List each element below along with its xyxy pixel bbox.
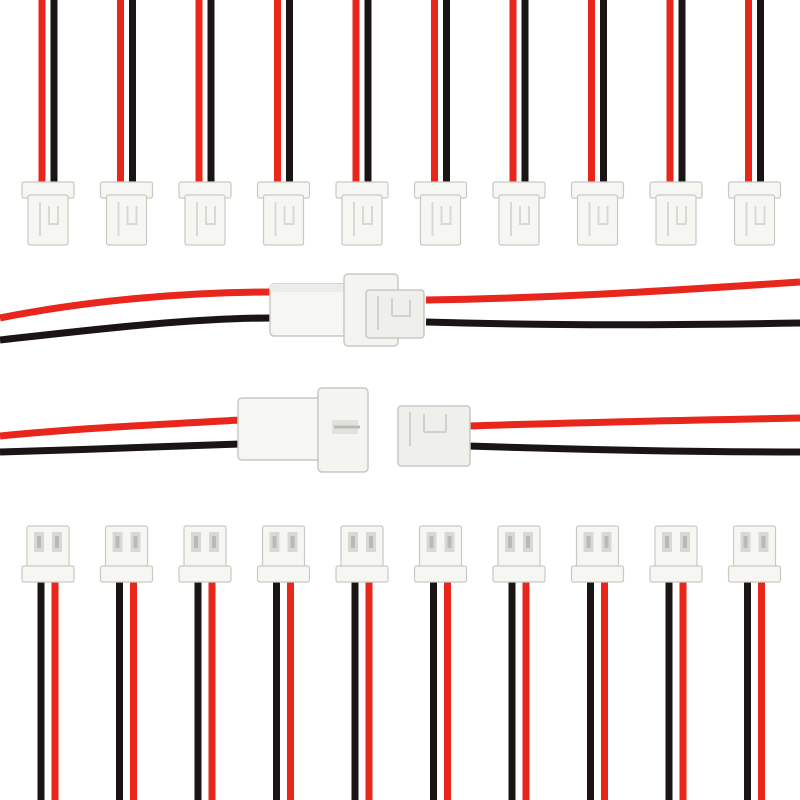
right-black-wire <box>425 318 800 329</box>
bottom-male-connector-row <box>21 525 782 800</box>
separated-connector-pair <box>0 387 800 473</box>
female-black-wire <box>467 442 800 456</box>
top-connector <box>256 0 311 246</box>
bottom-housing-flange <box>335 565 389 583</box>
bottom-pin-left <box>194 536 198 548</box>
male-black-wire <box>0 440 241 456</box>
mated-female-housing <box>365 289 425 339</box>
bottom-pin-left <box>586 536 591 548</box>
top-housing-latch <box>667 202 687 236</box>
bottom-pin-right <box>133 536 138 548</box>
bottom-housing-flange <box>178 565 232 583</box>
bottom-connector <box>99 525 154 800</box>
male-plug-housing <box>237 387 369 473</box>
top-connector <box>413 0 468 246</box>
bottom-housing-body <box>654 525 698 573</box>
bottom-housing-flange <box>99 565 154 583</box>
bottom-pin-left <box>115 536 120 548</box>
left-red-wire <box>0 288 273 322</box>
bottom-connector <box>335 525 389 800</box>
bottom-housing-body <box>732 525 777 573</box>
top-housing-latch <box>274 202 295 236</box>
bottom-housing-flange <box>256 565 311 583</box>
bottom-connector <box>413 525 468 800</box>
bottom-pin-right <box>212 536 216 548</box>
bottom-pin-left <box>272 536 277 548</box>
bottom-housing-flange <box>649 565 703 583</box>
bottom-connector <box>649 525 703 800</box>
top-connector <box>21 0 75 246</box>
bottom-pin-right <box>683 536 687 548</box>
bottom-connector <box>492 525 546 800</box>
bottom-pin-right <box>604 536 609 548</box>
bottom-housing-body <box>26 525 70 573</box>
left-black-wire <box>0 314 273 344</box>
bottom-pin-left <box>351 536 355 548</box>
bottom-pin-right <box>55 536 59 548</box>
right-red-wire <box>425 278 800 304</box>
mated-connector-pair <box>0 273 800 347</box>
bottom-pin-left <box>37 536 41 548</box>
top-housing-latch <box>431 202 452 236</box>
bottom-housing-body <box>575 525 620 573</box>
top-housing-latch <box>510 202 530 236</box>
bottom-connector <box>727 525 782 800</box>
top-connector <box>335 0 389 246</box>
top-connector <box>99 0 154 246</box>
bottom-housing-body <box>183 525 227 573</box>
top-housing-latch <box>353 202 373 236</box>
female-socket-housing <box>397 405 471 467</box>
bottom-housing-flange <box>413 565 468 583</box>
bottom-housing-flange <box>21 565 75 583</box>
top-housing-latch <box>588 202 609 236</box>
bottom-housing-body <box>418 525 463 573</box>
bottom-pin-right <box>290 536 295 548</box>
bottom-housing-flange <box>570 565 625 583</box>
male-red-wire <box>0 416 241 440</box>
top-connector <box>570 0 625 246</box>
bottom-housing-flange <box>492 565 546 583</box>
bottom-housing-body <box>497 525 541 573</box>
bottom-connector <box>256 525 311 800</box>
bottom-connector <box>178 525 232 800</box>
bottom-housing-body <box>261 525 306 573</box>
bottom-pin-right <box>526 536 530 548</box>
bottom-connector <box>570 525 625 800</box>
top-housing-latch <box>39 202 59 236</box>
top-connector <box>727 0 782 246</box>
bottom-housing-body <box>104 525 149 573</box>
bottom-housing-body <box>340 525 384 573</box>
bottom-pin-right <box>761 536 766 548</box>
bottom-pin-right <box>447 536 452 548</box>
bottom-pin-left <box>508 536 512 548</box>
top-connector <box>649 0 703 246</box>
top-housing-latch <box>745 202 766 236</box>
female-red-wire <box>467 414 800 430</box>
top-housing-latch <box>117 202 138 236</box>
top-female-connector-row <box>21 0 782 246</box>
top-connector <box>492 0 546 246</box>
bottom-pin-left <box>429 536 434 548</box>
bottom-pin-left <box>665 536 669 548</box>
bottom-pin-right <box>369 536 373 548</box>
bottom-pin-left <box>743 536 748 548</box>
top-connector <box>178 0 232 246</box>
top-housing-latch <box>196 202 216 236</box>
bottom-connector <box>21 525 75 800</box>
bottom-housing-flange <box>727 565 782 583</box>
